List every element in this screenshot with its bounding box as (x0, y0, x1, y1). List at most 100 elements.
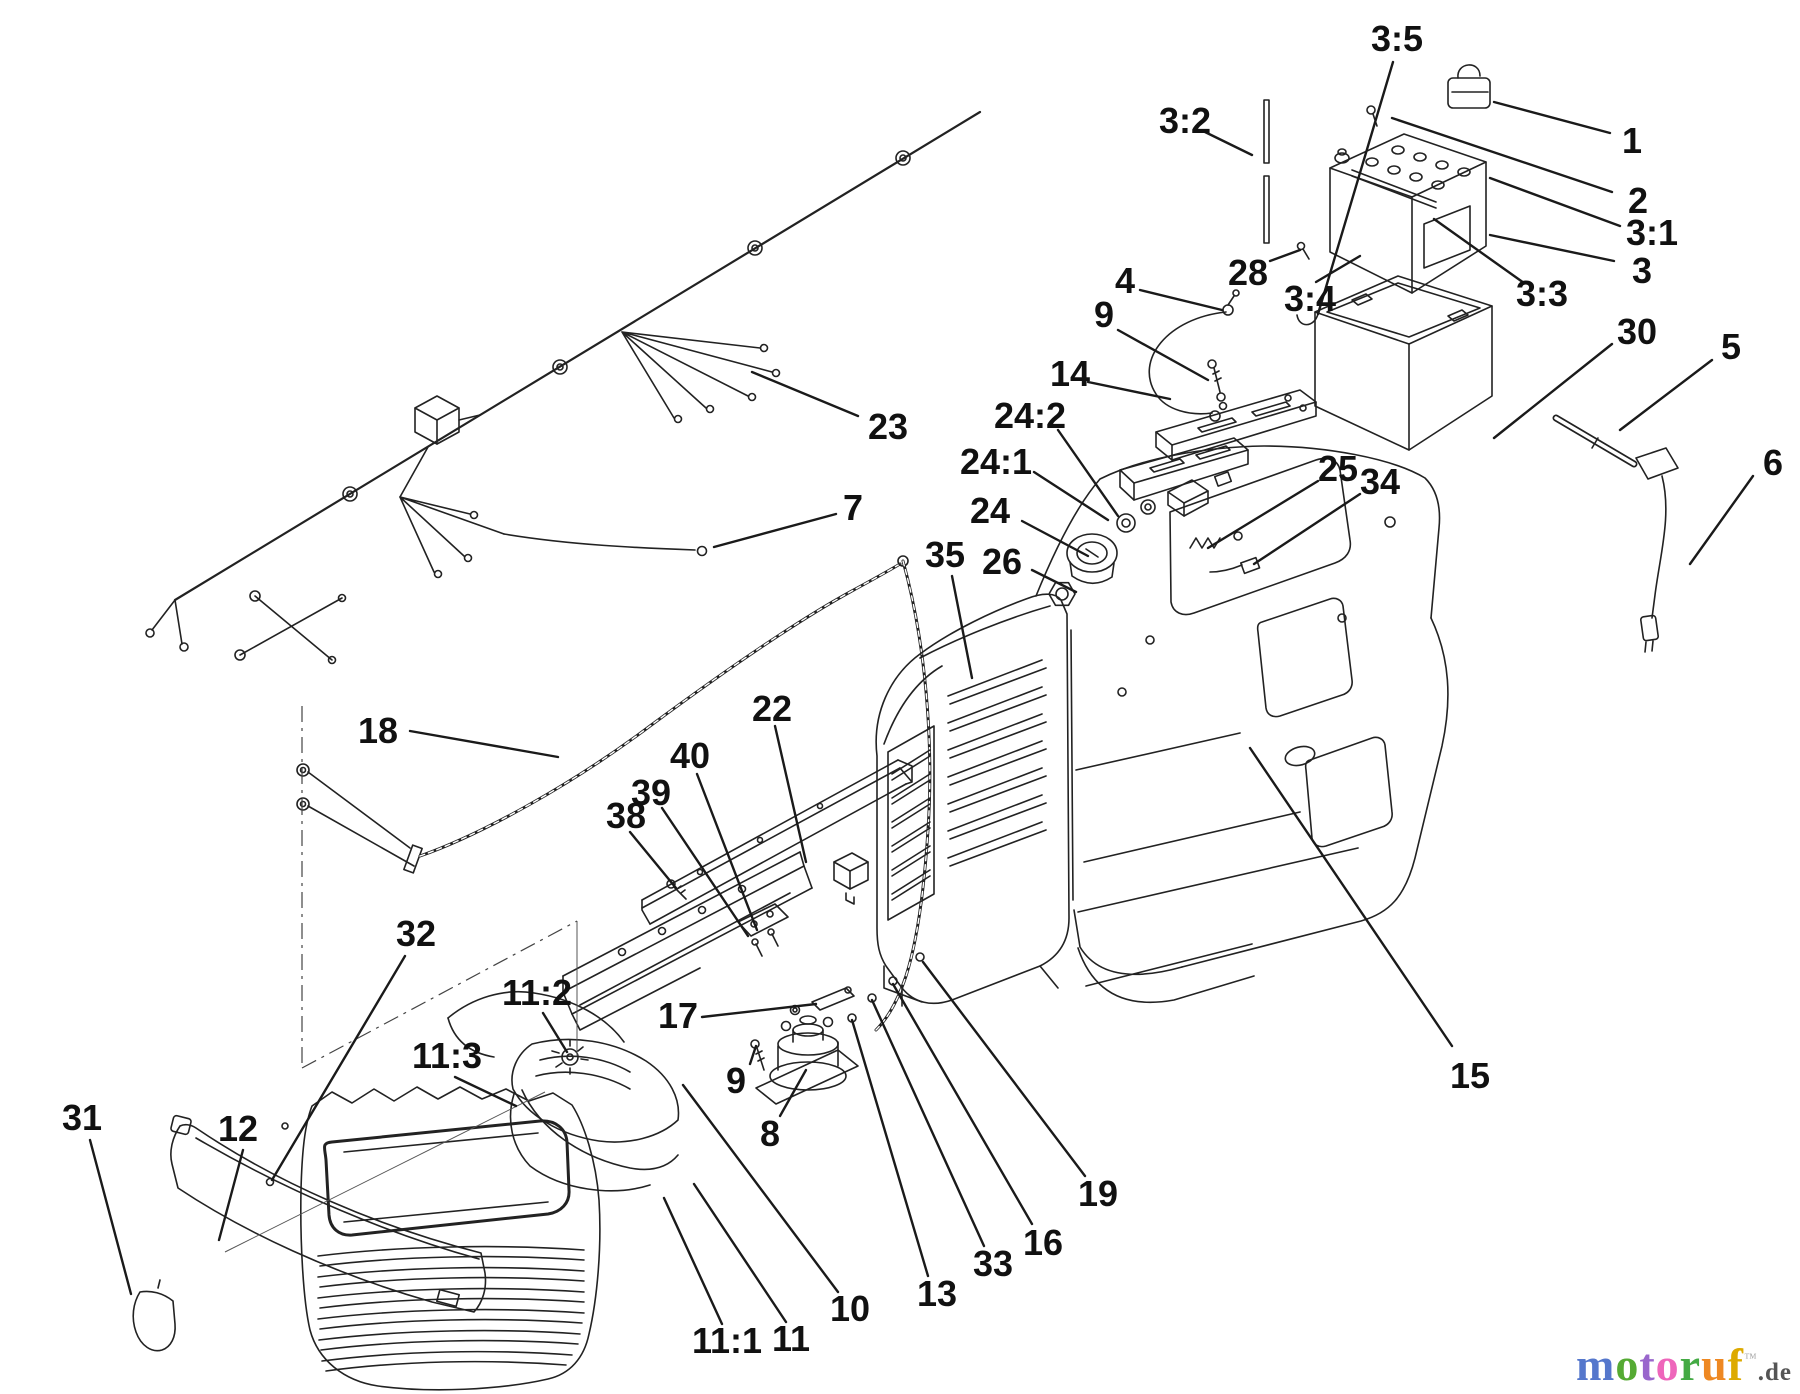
part-label-25: 25 (1318, 448, 1358, 489)
part-label-7: 7 (843, 487, 863, 528)
leader-line-2 (1390, 116, 1614, 194)
construction-line-4 (224, 1091, 546, 1253)
part-label-11-1: 11:1 (692, 1320, 762, 1361)
part-label-3-5: 3:5 (1371, 18, 1423, 59)
part-label-3-1: 3:1 (1626, 212, 1678, 253)
leader-line-33 (870, 998, 986, 1248)
part-label-28: 28 (1228, 252, 1268, 293)
leader-line-7 (712, 512, 838, 549)
logo-letter: r (1679, 1339, 1702, 1390)
wiring-harness (145, 110, 982, 665)
logo-letter: m (1576, 1339, 1616, 1390)
part-label-34: 34 (1360, 461, 1400, 502)
terminal-cover (1447, 64, 1491, 109)
logo-letter: t (1639, 1339, 1656, 1390)
hold-down-rod-and-wire (1552, 414, 1679, 653)
battery-hold-down-rod (1263, 99, 1270, 244)
construction-lines (224, 706, 578, 1253)
part-label-9b: 9 (726, 1060, 746, 1101)
battery-box (1314, 275, 1493, 451)
leader-line-4 (1138, 288, 1224, 312)
leader-line-22 (773, 724, 808, 864)
dash-tower (875, 593, 1070, 1007)
part-label-14: 14 (1050, 353, 1090, 394)
part-label-26: 26 (982, 541, 1022, 582)
motoruf-logo[interactable]: motoruf™.de (1576, 1342, 1792, 1388)
part-label-3: 3 (1632, 250, 1652, 291)
leader-line-3-1 (1488, 176, 1622, 228)
part-label-2: 2 (1628, 180, 1648, 221)
part-label-12: 12 (218, 1108, 258, 1149)
leader-line-8 (778, 1068, 808, 1118)
grille (265, 1086, 601, 1391)
leader-line-11-2 (541, 1011, 569, 1054)
leader-line-14 (1086, 380, 1172, 401)
part-label-11-2: 11:2 (502, 972, 572, 1013)
part-label-3-4: 3:4 (1284, 278, 1336, 319)
part-label-19: 19 (1078, 1173, 1118, 1214)
part-label-24-2: 24:2 (994, 395, 1066, 436)
leader-lines (88, 60, 1755, 1326)
leader-line-34 (1252, 492, 1362, 566)
construction-line-2 (301, 920, 578, 1069)
headlight-assembly (447, 990, 680, 1192)
leader-line-1 (1492, 100, 1612, 135)
part-label-33: 33 (973, 1243, 1013, 1284)
part-label-3-3: 3:3 (1516, 273, 1568, 314)
part-label-9a: 9 (1094, 294, 1114, 335)
part-label-23: 23 (868, 406, 908, 447)
part-label-24: 24 (970, 490, 1010, 531)
leader-line-24-1 (1032, 470, 1110, 522)
leader-line-3-2 (1203, 130, 1254, 157)
relay (833, 852, 869, 905)
part-label-1: 1 (1622, 120, 1642, 161)
logo-letter: f (1727, 1339, 1744, 1390)
leader-line-26 (1030, 568, 1078, 594)
leader-line-9a (1116, 328, 1210, 382)
part-label-24-1: 24:1 (960, 441, 1032, 482)
part-label-6: 6 (1763, 442, 1783, 483)
leader-line-11-3 (453, 1075, 518, 1108)
leader-line-9b (748, 1044, 758, 1066)
leader-line-15 (1248, 746, 1454, 1048)
leader-line-19 (921, 960, 1087, 1178)
leader-line-12 (217, 1148, 245, 1242)
leader-line-35 (950, 574, 974, 680)
battery (1329, 133, 1487, 294)
end-bracket (132, 1279, 176, 1352)
mounting-bracket (1119, 359, 1317, 501)
bumper (170, 1114, 487, 1313)
leader-line-3-5 (1316, 60, 1395, 316)
leader-line-17 (700, 1002, 818, 1019)
leader-line-6 (1688, 474, 1755, 566)
frame-rails (562, 759, 913, 1031)
leader-line-39 (660, 806, 750, 938)
leader-line-5 (1618, 358, 1714, 432)
leader-line-11-1 (662, 1196, 724, 1326)
leader-line-30 (1492, 342, 1614, 440)
part-label-30: 30 (1617, 311, 1657, 352)
part-label-3-2: 3:2 (1159, 100, 1211, 141)
part-label-35: 35 (925, 534, 965, 575)
leader-line-24-2 (1056, 428, 1120, 518)
leader-line-25 (1206, 479, 1320, 550)
part-label-22: 22 (752, 688, 792, 729)
part-label-15: 15 (1450, 1055, 1490, 1096)
leader-line-32 (270, 954, 407, 1182)
leader-line-3-3 (1432, 217, 1526, 285)
leader-line-28 (1268, 248, 1302, 263)
leader-line-31 (88, 1138, 133, 1296)
logo-letter: o (1655, 1339, 1680, 1390)
starter-solenoid (750, 986, 859, 1105)
leader-line-18 (408, 729, 560, 759)
leader-line-10 (681, 1083, 840, 1294)
leader-line-3 (1488, 233, 1616, 263)
part-label-39: 39 (631, 772, 671, 813)
leader-line-38 (628, 830, 678, 890)
part-label-31: 31 (62, 1097, 102, 1138)
part-label-40: 40 (670, 735, 710, 776)
part-label-11: 11 (772, 1318, 810, 1359)
